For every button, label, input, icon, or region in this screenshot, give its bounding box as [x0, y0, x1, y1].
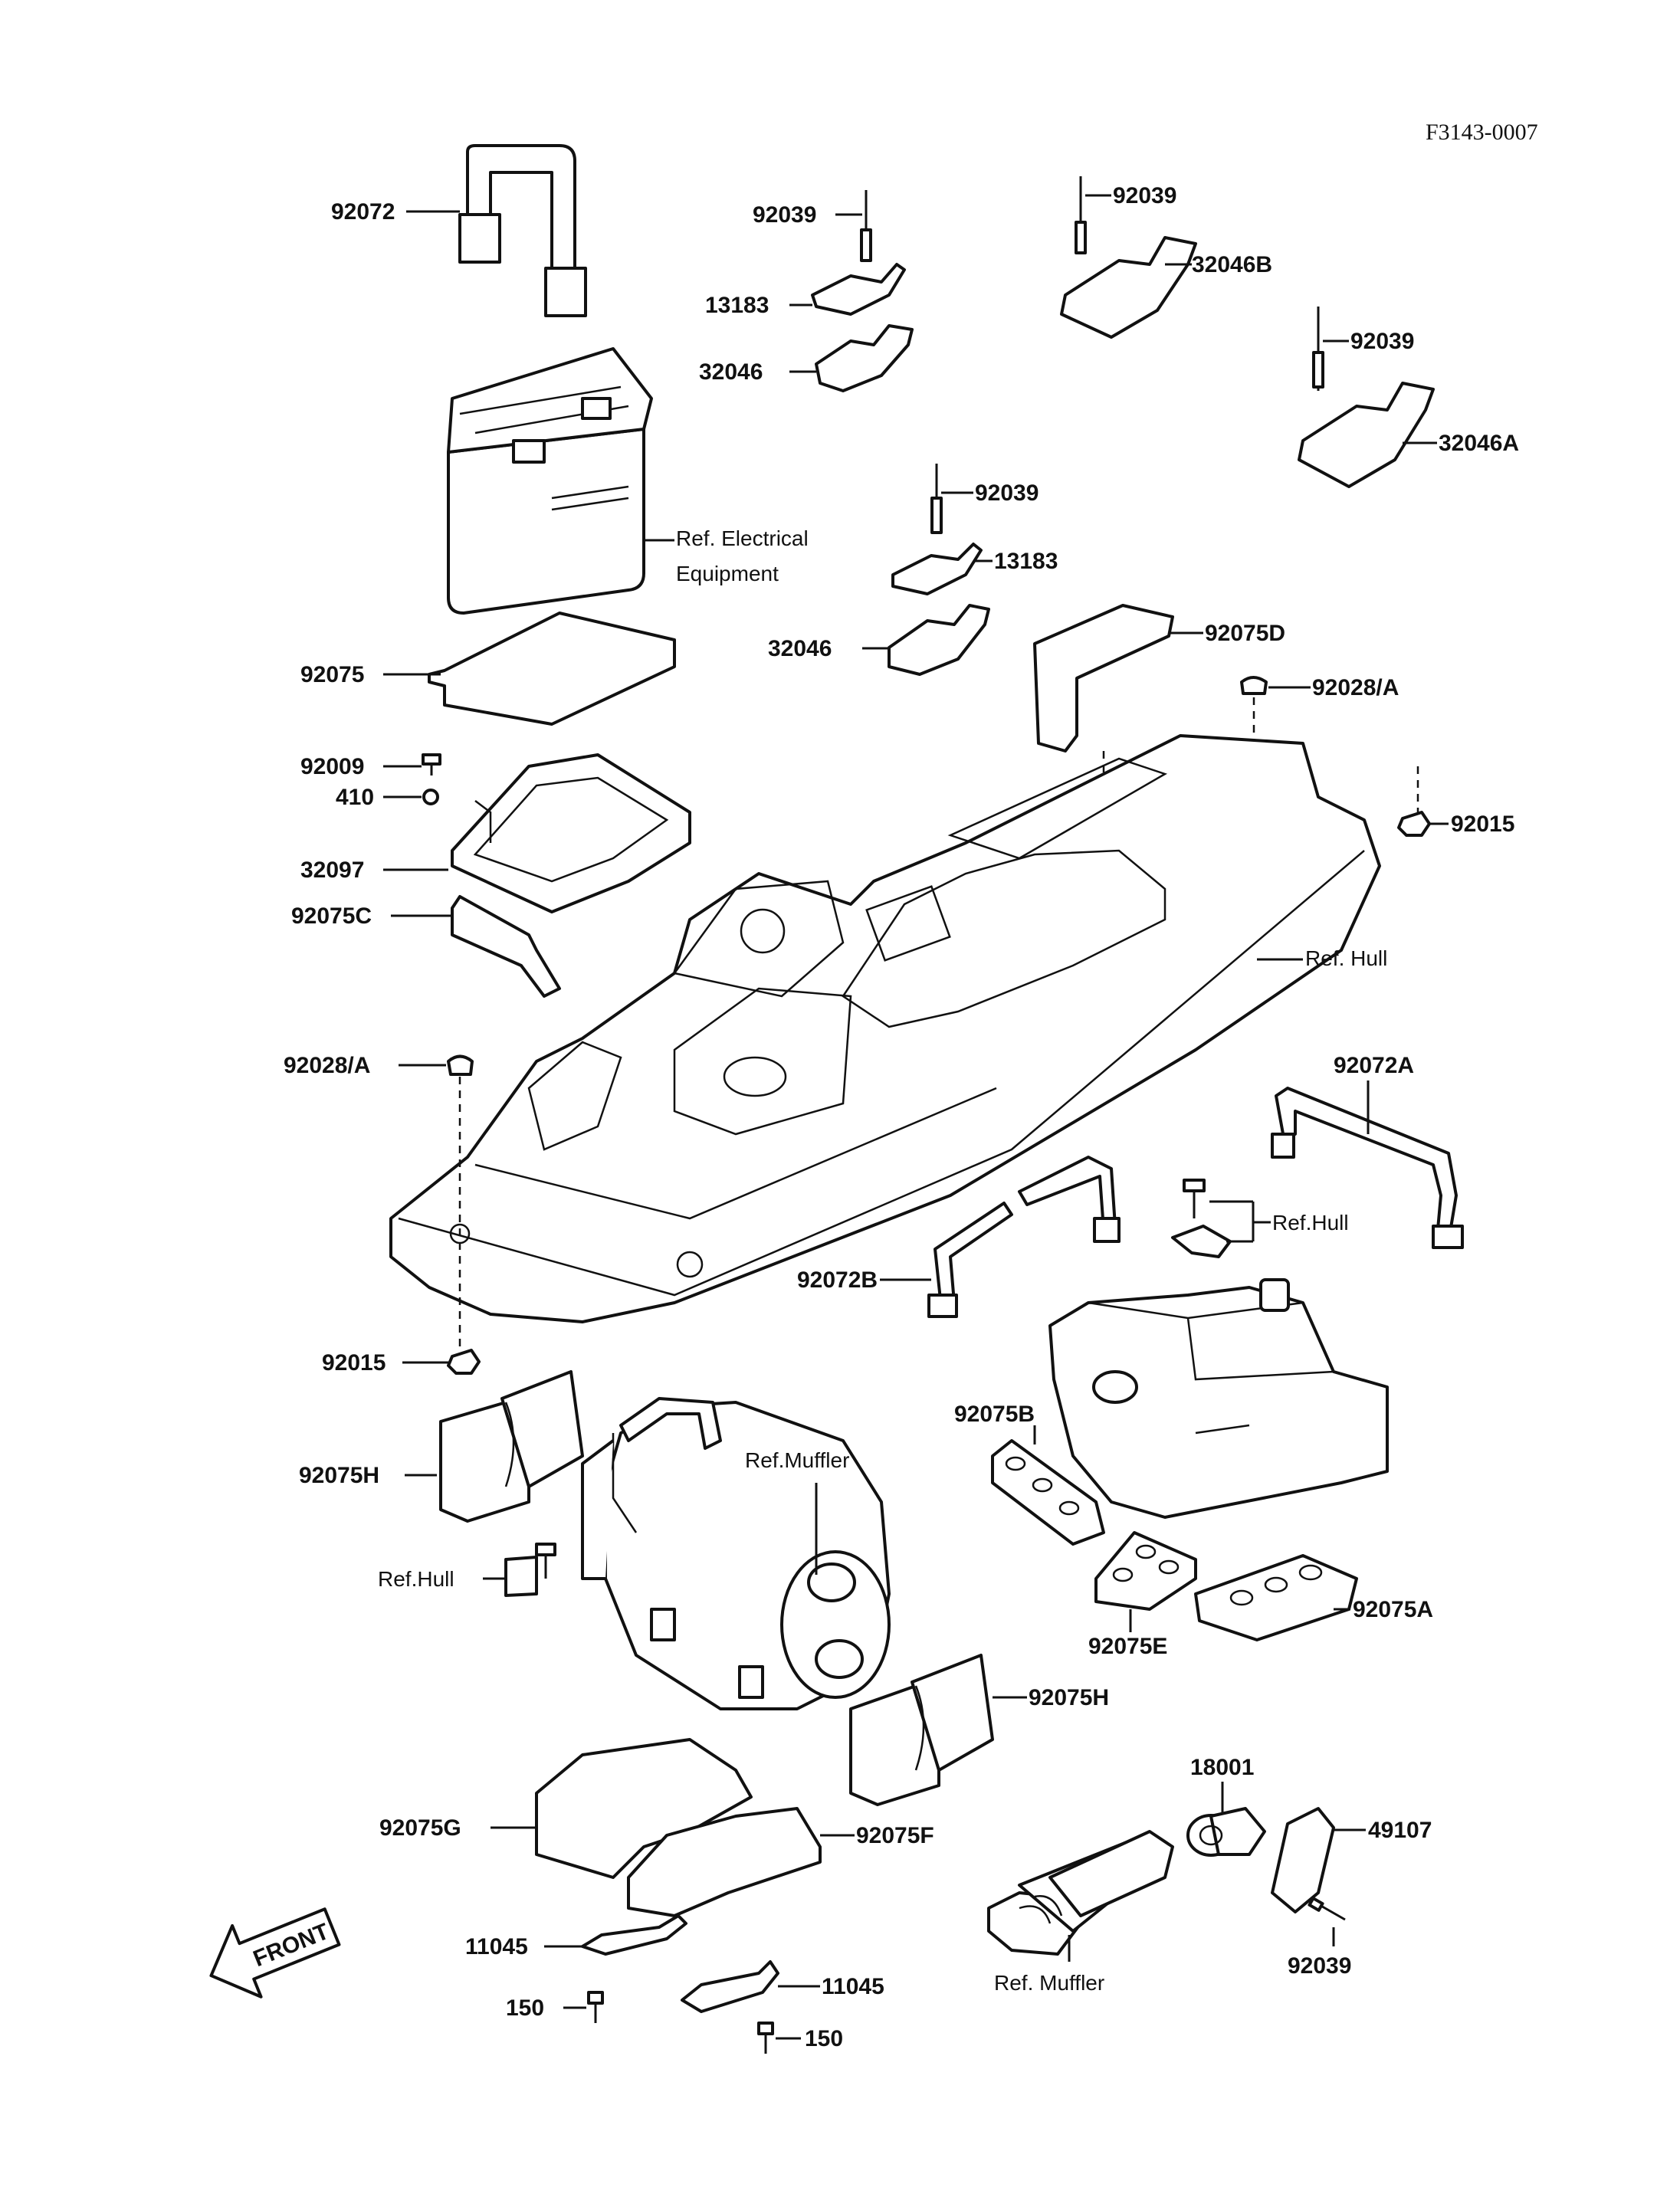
pad-92075D [1033, 604, 1174, 753]
bolt-92039-c [1312, 307, 1324, 391]
label-92039-c: 92039 [1350, 329, 1414, 354]
bracket-32046-b [888, 604, 990, 676]
flange-49107 [1271, 1807, 1335, 1913]
label-92015-a: 92015 [1451, 812, 1514, 837]
label-92009: 92009 [300, 754, 364, 779]
battery-case-32097 [451, 753, 691, 913]
label-410: 410 [336, 785, 374, 810]
label-13183-a: 13183 [705, 293, 769, 318]
bolt-92039-b [1075, 176, 1087, 254]
grommet-92028A-a [1240, 676, 1268, 695]
label-150-b: 150 [805, 2026, 843, 2051]
label-92075G: 92075G [379, 1815, 461, 1841]
bracket-32046A [1298, 382, 1435, 488]
label-ref-hull-b: Ref.Hull [1272, 1211, 1349, 1235]
label-49107: 49107 [1368, 1818, 1432, 1843]
nut-92015-a [1397, 811, 1431, 837]
label-32046-a: 32046 [699, 359, 763, 385]
label-13183-b: 13183 [994, 549, 1058, 574]
label-92075H-a: 92075H [299, 1463, 379, 1488]
label-92039-a: 92039 [753, 202, 816, 228]
label-92075F: 92075F [856, 1823, 934, 1848]
grommet-92028A-b [447, 1054, 474, 1076]
strap-92072B [927, 1156, 1121, 1318]
label-92028A-a: 92028/A [1312, 675, 1399, 700]
strap-92072A [1271, 1087, 1464, 1249]
washer-410 [422, 789, 439, 805]
muffler [581, 1401, 891, 1710]
bracket-32046-a [815, 324, 914, 392]
bracket-32046B [1060, 236, 1197, 339]
label-92072A: 92072A [1334, 1053, 1414, 1078]
label-ref-electrical-2: Equipment [676, 562, 779, 585]
label-ref-hull-a: Ref. Hull [1305, 946, 1387, 970]
label-92075H-b: 92075H [1029, 1685, 1109, 1710]
battery-mat-92075 [428, 612, 676, 726]
label-18001: 18001 [1190, 1755, 1254, 1780]
clip-ref-hull-b [1171, 1179, 1232, 1258]
label-92039-e: 92039 [1288, 1953, 1351, 1979]
label-11045-a: 11045 [465, 1934, 528, 1959]
pad-92075H-a [439, 1370, 584, 1523]
plate-13183-b [891, 543, 983, 595]
screw-92009 [422, 753, 441, 776]
pad-92075A [1194, 1554, 1358, 1641]
label-32046B: 32046B [1192, 252, 1272, 277]
battery [447, 347, 653, 615]
bolt-92039-d [930, 464, 943, 534]
coupling-18001 [1186, 1807, 1266, 1857]
pad-92075G [535, 1738, 753, 1879]
label-32046A: 32046A [1439, 431, 1519, 456]
pad-92075C [451, 895, 561, 998]
label-92075D: 92075D [1205, 621, 1285, 646]
label-32046-b: 32046 [768, 636, 832, 661]
muffler-strap [619, 1397, 722, 1450]
label-92075B: 92075B [954, 1402, 1035, 1427]
label-32097: 32097 [300, 857, 364, 883]
label-92075E: 92075E [1088, 1634, 1167, 1659]
label-ref-hull-c: Ref.Hull [378, 1567, 454, 1591]
bolt-150-a [587, 1991, 604, 2023]
plate-13183-a [811, 263, 906, 316]
label-92075: 92075 [300, 662, 364, 687]
battery-strap-92072 [458, 144, 587, 317]
label-92075C: 92075C [291, 903, 372, 929]
label-92075A: 92075A [1353, 1597, 1433, 1622]
label-ref-muffler-a: Ref.Muffler [745, 1448, 849, 1472]
label-92072: 92072 [331, 199, 395, 225]
label-92028A-b: 92028/A [284, 1053, 370, 1078]
fuel-tank [1048, 1278, 1389, 1519]
label-92072B: 92072B [797, 1267, 878, 1293]
bolt-92039-e [1308, 1897, 1346, 1921]
label-ref-electrical: Ref. Electrical [676, 526, 809, 550]
exhaust-pipe [987, 1830, 1174, 1956]
bolt-92039-a [860, 190, 872, 262]
label-92039-d: 92039 [975, 480, 1039, 506]
hull [389, 734, 1381, 1323]
nut-92015-b [447, 1349, 481, 1375]
pad-92075B [991, 1439, 1105, 1546]
pad-92075F [627, 1807, 822, 1917]
label-92015-b: 92015 [322, 1350, 386, 1376]
label-92039-b: 92039 [1113, 183, 1176, 208]
pad-92075E [1094, 1531, 1197, 1611]
plate-11045-b [681, 1960, 779, 2013]
label-11045-b: 11045 [822, 1974, 884, 1999]
drawing-id: F3143-0007 [1426, 120, 1538, 145]
front-arrow: FRONT [209, 1907, 341, 1999]
label-150-a: 150 [506, 1995, 544, 2021]
plate-11045-a [581, 1914, 687, 1956]
pad-92075H-b [849, 1654, 994, 1806]
label-ref-muffler-b: Ref. Muffler [994, 1971, 1104, 1995]
bolt-150-b [757, 2022, 774, 2054]
clip-ref-hull-c [504, 1543, 556, 1597]
